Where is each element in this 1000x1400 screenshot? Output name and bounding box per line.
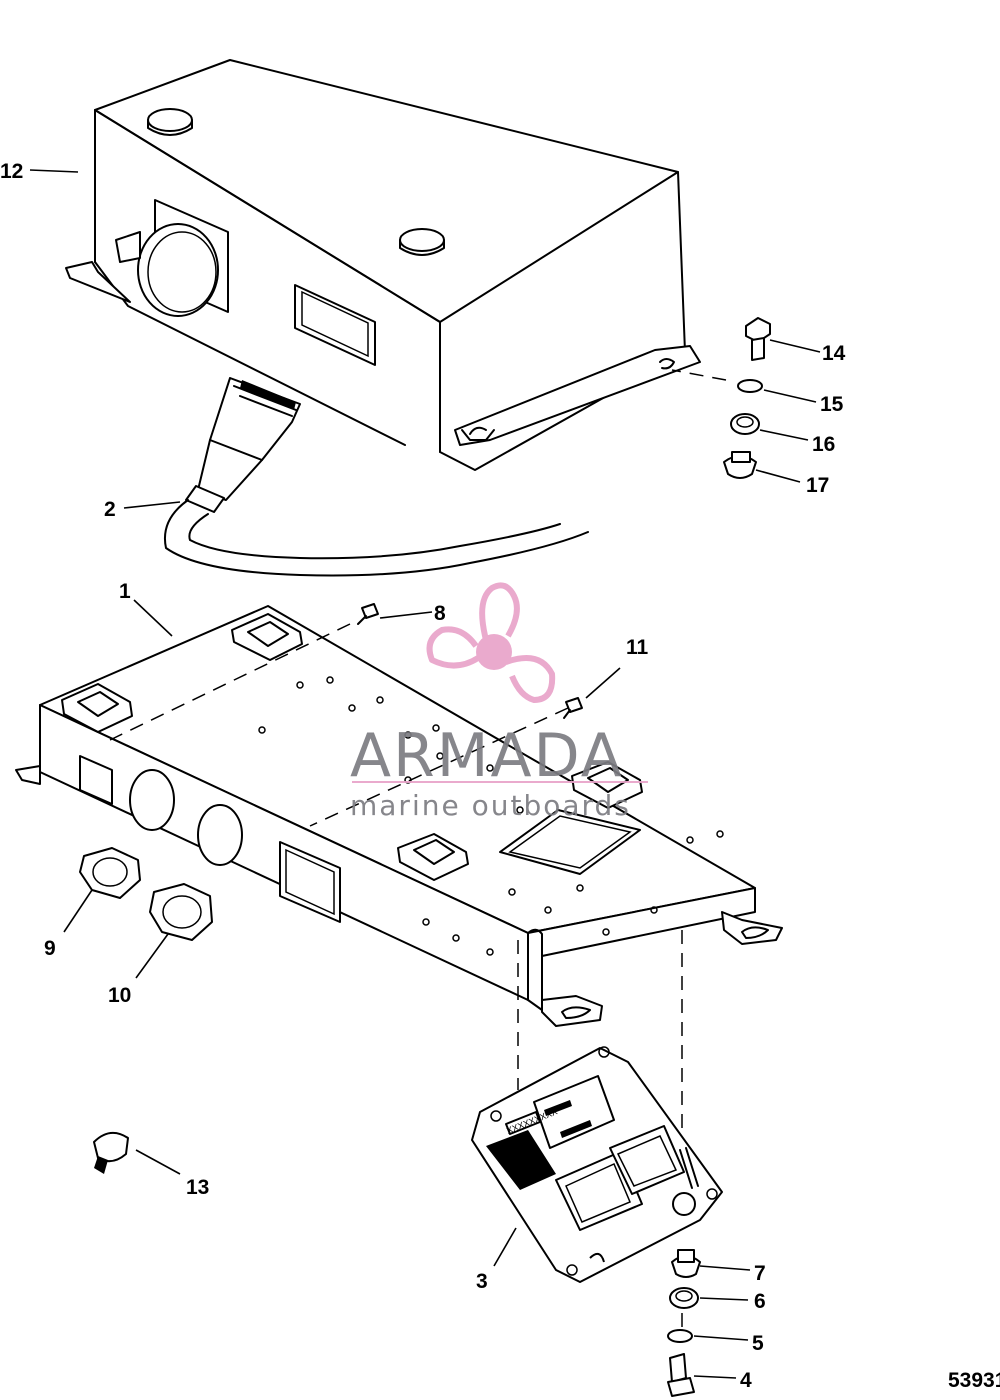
- callout-3: 3: [476, 1270, 488, 1293]
- callout-9: 9: [44, 937, 56, 960]
- junction-box-part-12: [65, 59, 701, 471]
- figure-number: 53931: [948, 1369, 1000, 1392]
- callout-2: 2: [104, 498, 116, 521]
- washer-part-15: [737, 379, 763, 393]
- callout-13: 13: [186, 1176, 209, 1199]
- callout-11: 11: [626, 636, 649, 659]
- sleeve-part-17: [723, 451, 757, 479]
- grommet-part-16: [730, 413, 760, 435]
- watermark-brand: ARMADA: [350, 721, 624, 791]
- callout-8: 8: [434, 602, 446, 625]
- top-cap: [399, 228, 445, 256]
- callout-1: 1: [119, 580, 131, 603]
- callout-16: 16: [812, 433, 835, 456]
- ecm-module-part-3: [471, 1046, 723, 1283]
- callout-leaders: [29, 169, 821, 1379]
- callout-10: 10: [108, 984, 131, 1007]
- callout-17: 17: [806, 474, 829, 497]
- top-cap: [147, 108, 193, 136]
- clip-part-13: [93, 1131, 129, 1174]
- callout-14: 14: [822, 342, 846, 365]
- screw-part-8: [357, 603, 379, 625]
- nut-part-9: [79, 847, 141, 899]
- callout-7: 7: [754, 1262, 766, 1285]
- plate-holes: [258, 676, 724, 956]
- bolt-part-4: [667, 1353, 695, 1397]
- callout-6: 6: [754, 1290, 766, 1313]
- washer-part-5: [667, 1329, 693, 1343]
- callout-12: 12: [0, 160, 23, 183]
- bolt-part-14: [745, 317, 771, 361]
- screw-part-11: [563, 697, 583, 719]
- propeller-logo-icon: [426, 582, 556, 703]
- watermark-tagline: marine outboards: [350, 789, 631, 822]
- nut-part-10: [149, 883, 213, 941]
- sleeve-part-7: [671, 1249, 701, 1278]
- callout-4: 4: [740, 1369, 752, 1392]
- callout-5: 5: [752, 1332, 764, 1355]
- callout-labels: 1 2 3 4 5 6 7 8 9 10 11 12 13 14 15 16 1…: [0, 160, 1000, 1392]
- armada-watermark: ARMADA marine outboards: [350, 582, 648, 822]
- grommet-part-6: [669, 1287, 699, 1309]
- wiring-harness-part-2: [164, 377, 589, 577]
- callout-15: 15: [820, 393, 844, 416]
